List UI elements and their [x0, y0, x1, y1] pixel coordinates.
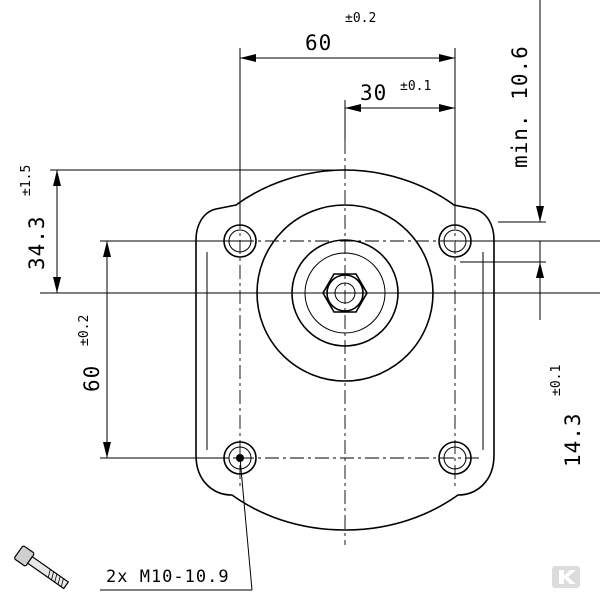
logo-mark-icon — [552, 566, 580, 588]
dim-30-value: 30 — [360, 81, 387, 105]
dimension-bolt-vertical-spacing: 60 ±0.2 — [77, 240, 240, 459]
dimension-min-length: min. 10.6 — [498, 0, 546, 223]
bolt-icon — [14, 545, 70, 590]
dimension-height-top: 34.3 ±1.5 — [19, 165, 600, 294]
bolt-callout-text: 2x M10-10.9 — [106, 567, 230, 587]
dim-34-value: 34.3 — [25, 215, 49, 270]
dimension-shaft-to-bolt: 30 ±0.1 — [344, 79, 455, 140]
dim-top-value: 60 — [305, 31, 332, 55]
dimension-top-bolt-spacing: 60 ±0.2 — [239, 11, 456, 225]
dim-60v-value: 60 — [80, 365, 104, 392]
dim-min-value: min. 10.6 — [508, 45, 532, 168]
bolt-callout: 2x M10-10.9 — [100, 457, 253, 591]
dim-14-tolerance: ±0.1 — [549, 365, 564, 396]
dimension-bottom-offset: 14.3 ±0.1 — [455, 240, 600, 467]
dim-14-value: 14.3 — [561, 412, 585, 467]
dim-30-tolerance: ±0.1 — [400, 79, 431, 94]
dim-34-tolerance: ±1.5 — [19, 165, 34, 196]
flange-outline — [195, 169, 495, 531]
dim-top-tolerance: ±0.2 — [345, 11, 376, 26]
dim-60v-tolerance: ±0.2 — [77, 315, 92, 346]
